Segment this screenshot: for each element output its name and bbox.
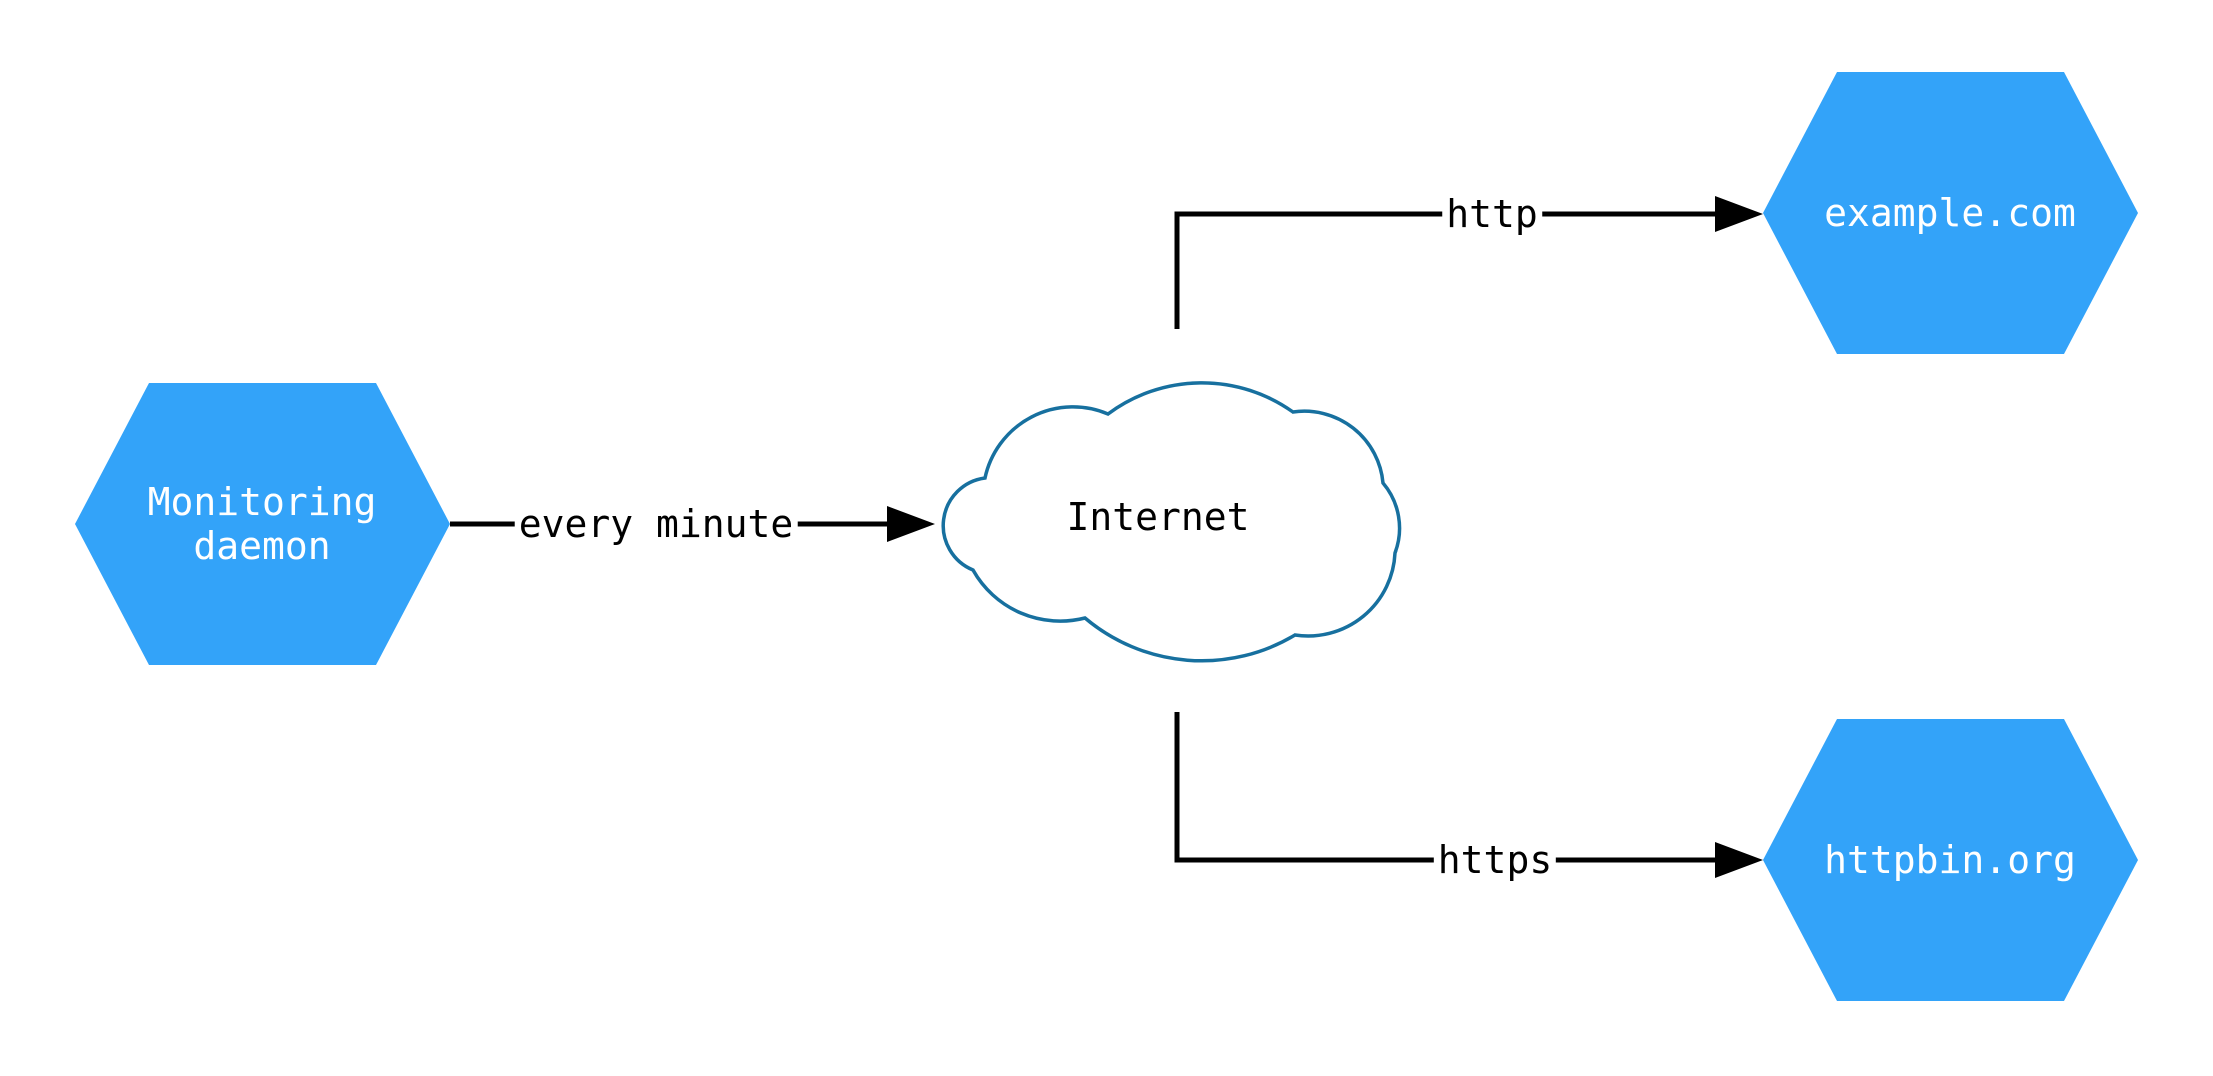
example-com-hexagon [1763,72,2138,354]
example-com-label: example.com [1824,191,2076,235]
monitoring-daemon-label: Monitoring daemon [147,480,377,568]
https-edge-label: https [1433,840,1557,880]
internet-label: Internet [1066,495,1250,539]
every-minute-edge-label: every minute [514,504,798,544]
http-edge-label: http [1442,194,1542,234]
httpbin-org-hexagon [1763,719,2138,1001]
https-arrowhead [1715,842,1763,878]
http-arrowhead [1715,196,1763,232]
internet-cloud [941,381,1402,663]
httpbin-org-label: httpbin.org [1824,838,2076,882]
monitoring-daemon-hexagon [75,383,450,665]
every-minute-arrowhead [887,506,935,542]
